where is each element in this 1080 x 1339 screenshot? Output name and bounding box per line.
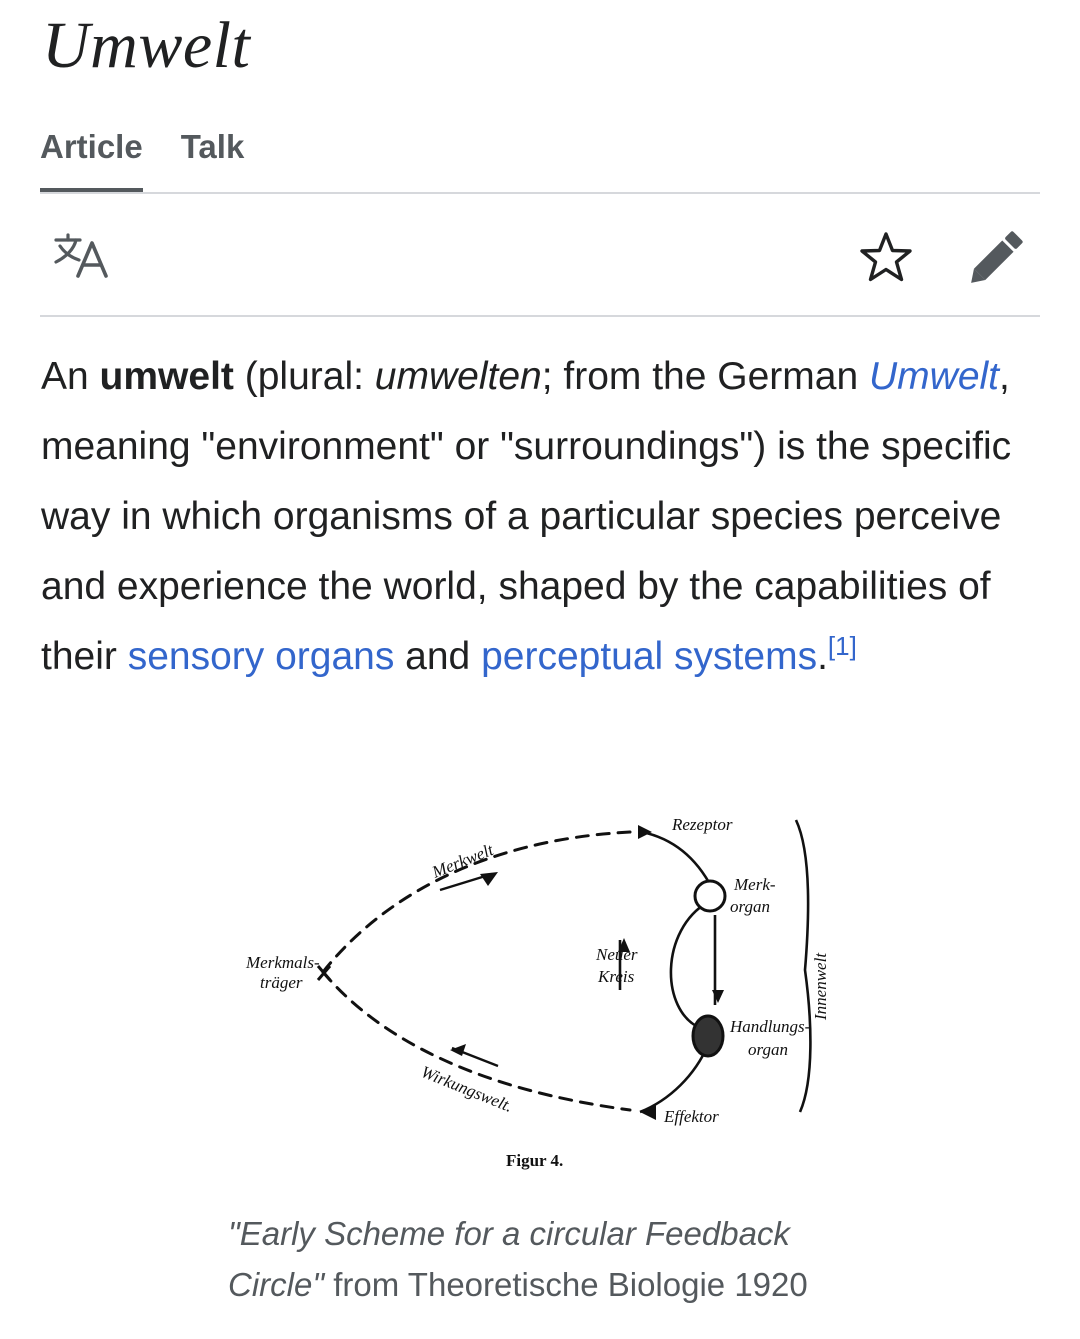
functional-circle-figure[interactable]: Rezeptor Merkwelt Merk- organ Merkmals- … xyxy=(230,790,860,1190)
lead-bold-term: umwelt xyxy=(99,355,234,398)
handlungsorgan-node xyxy=(691,1014,725,1058)
lead-text: An xyxy=(41,355,100,398)
label-merkmalstraeger-1: Merkmals- xyxy=(245,953,320,972)
label-receptor: Rezeptor xyxy=(671,815,733,834)
tab-article[interactable]: Article xyxy=(40,128,143,192)
label-figur: Figur 4. xyxy=(506,1151,563,1170)
lead-text: (plural: xyxy=(233,355,375,398)
caption-quote: "Early Scheme for a circular Feedback Ci… xyxy=(228,1215,790,1303)
label-innenwelt: Innenwelt xyxy=(811,952,830,1021)
star-icon[interactable] xyxy=(858,230,914,284)
lead-text: ; from the German xyxy=(541,355,869,398)
label-neuer-kreis-1: Neuer xyxy=(595,945,638,964)
label-merkorgan-1: Merk- xyxy=(733,875,776,894)
lead-plural-term: umwelten xyxy=(374,355,542,398)
label-neuer-kreis-2: Kreis xyxy=(597,967,635,986)
link-sensory-organs[interactable]: sensory organs xyxy=(127,635,395,678)
merkmalstraeger-mark xyxy=(316,965,332,981)
toolbar-divider xyxy=(40,315,1040,317)
lead-text: and xyxy=(394,635,482,678)
merkwelt-path xyxy=(321,830,632,974)
link-umwelt[interactable]: Umwelt xyxy=(869,355,1000,398)
link-perceptual-systems[interactable]: perceptual systems xyxy=(481,635,818,678)
wirkungswelt-path xyxy=(321,970,632,1112)
pencil-icon[interactable] xyxy=(970,228,1026,284)
page-tabs: Article Talk xyxy=(40,128,244,192)
neuer-kreis-arc xyxy=(669,900,709,1030)
arrows-group xyxy=(450,825,724,1120)
label-handlungsorgan-1: Handlungs- xyxy=(729,1017,811,1036)
lead-text: , meaning "environment" or "surroundings… xyxy=(41,355,1012,678)
figure-caption: "Early Scheme for a circular Feedback Ci… xyxy=(228,1208,868,1310)
page-title: Umwelt xyxy=(42,9,251,82)
label-effektor: Effektor xyxy=(663,1107,719,1126)
label-merkmalstraeger-2: träger xyxy=(260,973,303,992)
label-handlungsorgan-2: organ xyxy=(748,1040,788,1059)
tabs-divider xyxy=(40,192,1040,194)
reference-link[interactable]: [1] xyxy=(827,631,857,661)
merkorgan-node xyxy=(693,879,727,913)
label-merkorgan-2: organ xyxy=(730,897,770,916)
caption-source: from Theoretische Biologie 1920 xyxy=(324,1266,808,1303)
translate-icon[interactable] xyxy=(52,232,112,280)
tab-talk[interactable]: Talk xyxy=(180,128,245,165)
lead-paragraph: An umwelt (plural: umwelten; from the Ge… xyxy=(41,342,1051,692)
lead-text: . xyxy=(817,635,828,678)
innenwelt-bracket xyxy=(794,819,812,1113)
